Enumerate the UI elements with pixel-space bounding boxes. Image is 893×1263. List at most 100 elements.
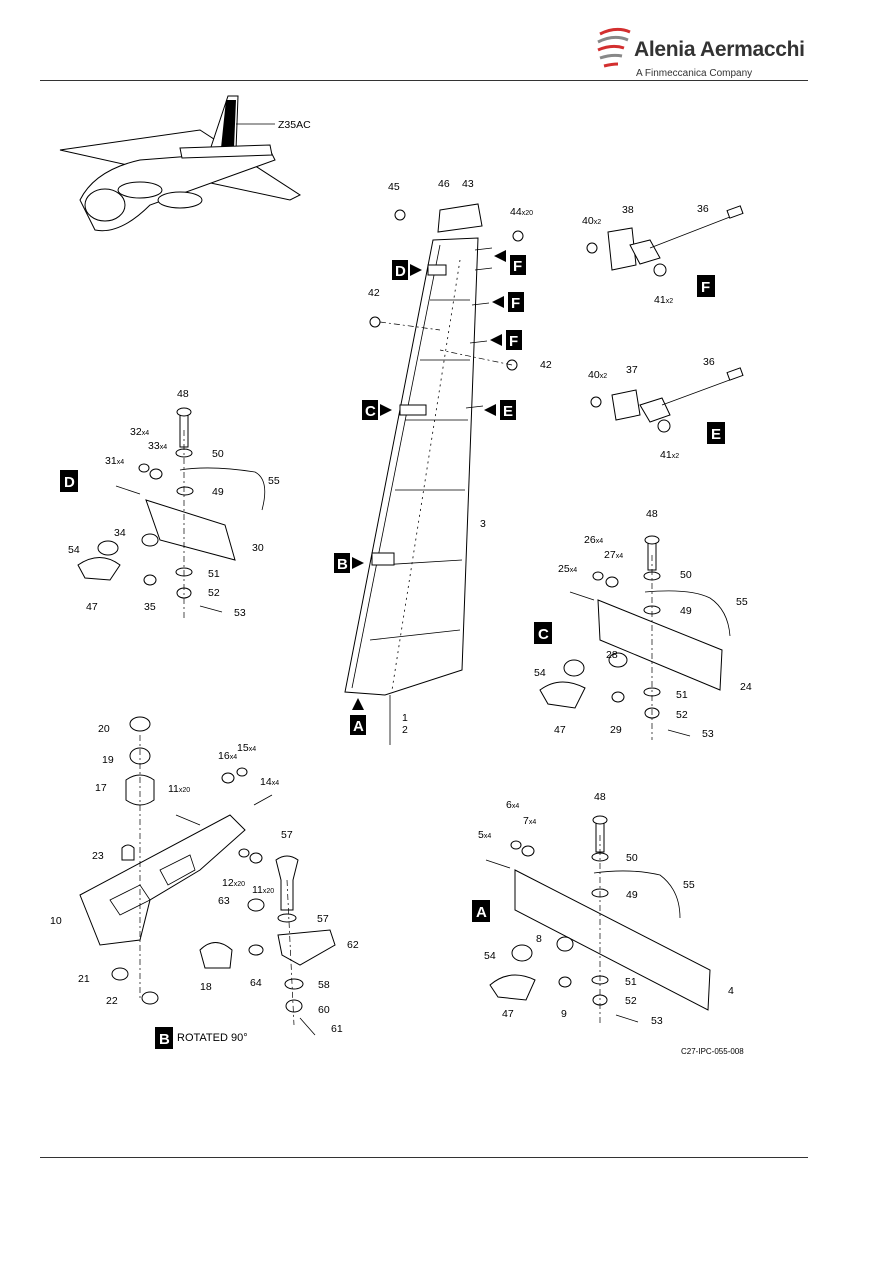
fitting-47-d (77, 557, 121, 581)
callout-53-d: 53 (234, 607, 246, 619)
bearing-17 (125, 774, 155, 806)
bolt-25 (569, 591, 595, 601)
callout-28: 28 (606, 649, 618, 661)
zone-label: Z35AC (278, 119, 311, 131)
callout-57a: 57 (281, 829, 293, 841)
callout-29: 29 (610, 724, 622, 736)
washer-32 (138, 463, 150, 473)
callout-8: 8 (536, 933, 542, 945)
callout-36-e: 36 (703, 356, 715, 368)
header-rule (40, 80, 808, 81)
bonding-strap-36-e (661, 377, 736, 406)
fitting-10-pockets (109, 854, 196, 916)
bushing-29 (611, 691, 625, 703)
callout-62: 62 (347, 939, 359, 951)
washer-49-d (176, 486, 194, 496)
callout-10: 10 (50, 915, 62, 927)
bolt-centerlines (379, 321, 513, 366)
callout-4: 4 (728, 985, 734, 997)
aircraft-engine-left (117, 181, 163, 199)
nut-8 (556, 936, 574, 952)
fitting-47-c (539, 681, 586, 709)
callout-33: 33x4 (148, 440, 167, 452)
callout-26: 26x4 (584, 534, 603, 546)
nut-7 (521, 845, 535, 857)
nut-41-f-icon (653, 263, 667, 277)
svg-text:B: B (337, 556, 348, 573)
callout-64: 64 (250, 977, 262, 989)
svg-text:A: A (476, 904, 487, 921)
svg-text:C: C (538, 626, 549, 643)
cap-20 (129, 716, 151, 732)
pin-53-a (615, 1014, 639, 1023)
svg-text:F: F (701, 279, 710, 296)
callout-48-d: 48 (177, 388, 189, 400)
callout-58: 58 (318, 979, 330, 991)
aircraft-fuselage (79, 149, 276, 232)
view-a-tag (472, 900, 490, 922)
tip-cap (437, 203, 483, 233)
screw-40-e-icon (590, 396, 602, 408)
callout-31: 31x4 (105, 455, 124, 467)
callout-45: 45 (388, 181, 400, 193)
document-id: C27-IPC-055-008 (681, 1047, 744, 1056)
view-f: 40x2 38 36 41x2 F (582, 203, 744, 306)
svg-text:C: C (365, 403, 376, 420)
callout-32: 32x4 (130, 426, 149, 438)
callout-48-a: 48 (594, 791, 606, 803)
hinge-b-block (371, 552, 395, 566)
nut-60 (285, 999, 303, 1013)
bearing-54-c (563, 659, 585, 677)
view-b-note: ROTATED 90° (177, 1032, 248, 1044)
nut-28 (608, 652, 628, 668)
callout-16: 16x4 (218, 750, 237, 762)
callout-55-d: 55 (268, 475, 280, 487)
clamp-f (629, 239, 661, 265)
svg-text:E: E (711, 426, 721, 443)
callout-7: 7x4 (523, 815, 536, 827)
callout-30: 30 (252, 542, 264, 554)
pin-61 (299, 1017, 316, 1036)
view-d-tag (60, 470, 78, 492)
callout-41-f: 41x2 (654, 294, 673, 306)
terminal-36-e (726, 367, 744, 381)
aircraft-engine-right (157, 191, 203, 209)
callout-40-f: 40x2 (582, 215, 601, 227)
flag-d-main: D (392, 260, 422, 280)
pin-53-d (199, 605, 223, 613)
svg-text:F: F (513, 258, 522, 275)
callout-25: 25x4 (558, 563, 577, 575)
callout-49-a: 49 (626, 889, 638, 901)
svg-text:F: F (509, 333, 518, 350)
bonding-pins (465, 247, 493, 409)
flag-f2-main: F (492, 292, 524, 312)
aircraft-locator: Z35AC (59, 95, 311, 232)
washer-12 (238, 848, 250, 858)
hinge-d-block (427, 264, 447, 276)
callout-3: 3 (480, 518, 486, 530)
callout-50-d: 50 (212, 448, 224, 460)
callout-47-a: 47 (502, 1008, 514, 1020)
callout-52-a: 52 (625, 995, 637, 1007)
callout-38: 38 (622, 204, 634, 216)
callout-43: 43 (462, 178, 474, 190)
callout-63: 63 (218, 895, 230, 907)
callout-19: 19 (102, 754, 114, 766)
bolt-11a (175, 814, 201, 826)
callout-47-c: 47 (554, 724, 566, 736)
callout-22: 22 (106, 995, 118, 1007)
svg-text:A: A (353, 718, 364, 735)
callout-11a: 11x20 (168, 783, 190, 795)
bolt-5 (485, 859, 511, 869)
knob-18 (199, 942, 233, 969)
callout-57b: 57 (317, 913, 329, 925)
callout-21: 21 (78, 973, 90, 985)
bolt-42a-icon (369, 316, 381, 328)
callout-37: 37 (626, 364, 638, 376)
callout-34: 34 (114, 527, 126, 539)
washer-6 (510, 840, 522, 850)
nut-27 (605, 576, 619, 588)
logo-mark-icon (597, 27, 631, 68)
brand-logo: Alenia Aermacchi A Finmeccanica Company (596, 24, 805, 80)
